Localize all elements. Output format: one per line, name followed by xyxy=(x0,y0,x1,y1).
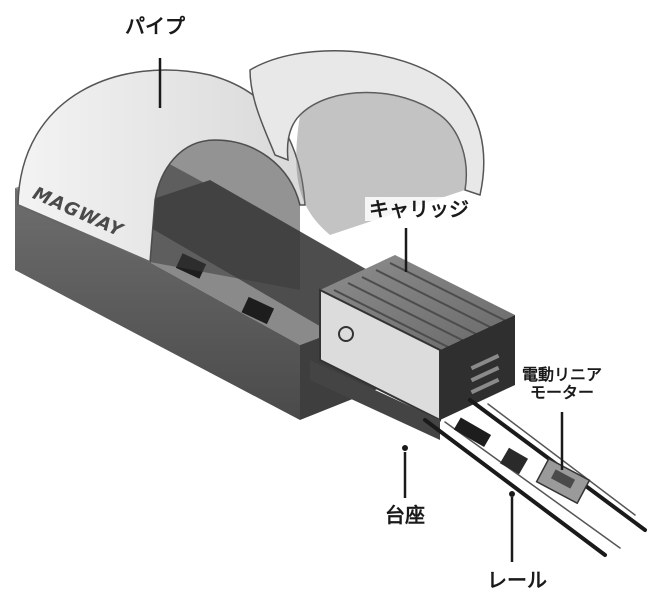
leader-dot xyxy=(509,491,515,497)
carriage xyxy=(319,255,515,422)
leader-dot xyxy=(402,445,408,451)
pipe-inner-shadow xyxy=(150,140,300,290)
carriage-ribs xyxy=(333,262,511,351)
linear-motor-unit xyxy=(535,457,591,505)
leader-lines xyxy=(158,58,564,562)
carriage-vents xyxy=(470,353,500,395)
label-linear-motor-line2: モーター xyxy=(530,383,595,403)
pipe-left-half xyxy=(17,69,306,290)
label-carriage: キャリッジ xyxy=(365,197,473,221)
rail-bogie xyxy=(453,417,492,448)
label-base: 台座 xyxy=(385,503,425,527)
base-pad xyxy=(241,296,275,325)
pipe-top-shell xyxy=(249,50,485,196)
label-linear-motor-line1: 電動リニア xyxy=(522,365,603,384)
rail-block xyxy=(499,447,529,475)
label-linear-motor: 電動リニア モーター xyxy=(522,365,603,403)
carriage-undercarriage xyxy=(310,360,440,440)
label-pipe: パイプ xyxy=(125,14,185,38)
carriage-logo-icon xyxy=(338,326,354,342)
label-rail: レール xyxy=(487,568,547,592)
base-front-face xyxy=(15,188,300,420)
pipe-edge xyxy=(17,204,151,263)
carriage-top xyxy=(320,255,515,350)
